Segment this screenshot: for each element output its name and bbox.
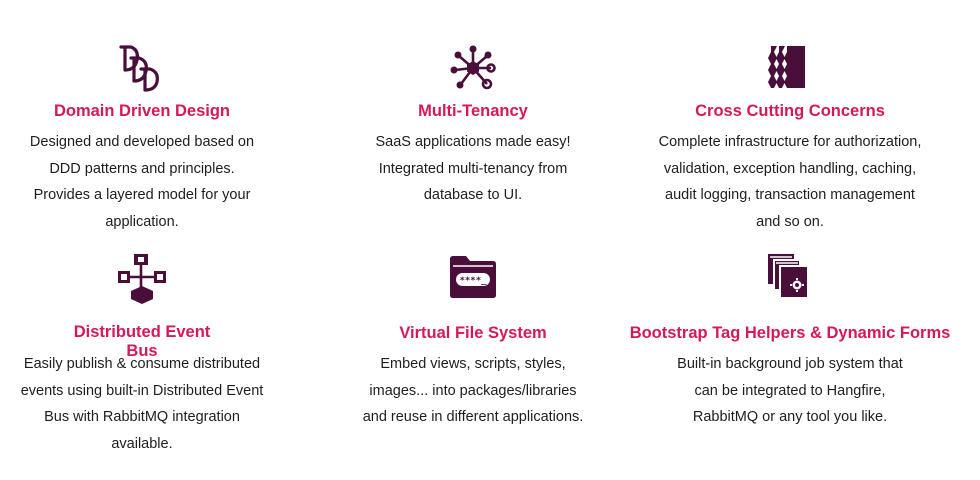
description-line: can be integrated to Hangfire,	[694, 382, 886, 399]
description-line: RabbitMQ or any tool you like.	[692, 409, 888, 425]
description-line: Embed views, scripts, styles,	[380, 356, 566, 372]
description-line: and reuse in different applications.	[362, 409, 584, 425]
network-hub-icon	[450, 45, 496, 90]
feature-title: Cross Cutting Concerns	[695, 102, 885, 120]
distributed-nodes-icon	[118, 254, 166, 304]
description-line: Integrated multi-tenancy from	[378, 160, 568, 177]
description-line: events using built-in Distributed Event	[20, 382, 264, 399]
feature-title: Domain Driven Design	[53, 102, 231, 120]
feature-title: Virtual File System	[399, 324, 547, 342]
description-line: Designed and developed based on	[29, 134, 255, 150]
description-line: Built-in background job system that	[677, 356, 903, 372]
feature-title: Multi-Tenancy	[418, 102, 528, 120]
description-line: audit logging, transaction management	[665, 187, 915, 203]
description-line: Provides a layered model for your	[33, 187, 251, 203]
description-line: validation, exception handling, caching,	[663, 160, 917, 177]
description-line: SaaS applications made easy!	[375, 134, 571, 150]
feature-description: SaaS applications made easy! Integrated …	[362, 129, 584, 209]
feature-description: Built-in background job system that can …	[655, 351, 925, 431]
description-line: Easily publish & consume distributed	[23, 356, 261, 372]
description-line: database to UI.	[423, 187, 523, 203]
settings-documents-icon	[768, 254, 809, 299]
svg-text:****_: ****_	[459, 276, 487, 286]
feature-description: Designed and developed based on DDD patt…	[12, 129, 272, 235]
layers-stack-icon	[768, 46, 805, 88]
feature-description: Complete infrastructure for authorizatio…	[655, 129, 925, 235]
description-line: available.	[111, 435, 173, 452]
description-line: Complete infrastructure for authorizatio…	[658, 134, 922, 150]
feature-title: Bootstrap Tag Helpers & Dynamic Forms	[629, 324, 951, 342]
feature-description: Embed views, scripts, styles, images... …	[342, 351, 604, 431]
description-line: images... into packages/libraries	[369, 382, 577, 399]
description-line: and so on.	[756, 213, 824, 230]
description-line: application.	[105, 213, 179, 230]
description-line: Bus with RabbitMQ integration	[44, 409, 240, 425]
feature-title: Distributed Event Bus	[73, 323, 211, 360]
password-folder-icon: ****_	[450, 256, 496, 298]
description-line: DDD patterns and principles.	[49, 160, 235, 177]
feature-description: Easily publish & consume distributed eve…	[12, 351, 272, 457]
ddd-logo-icon	[119, 45, 159, 92]
